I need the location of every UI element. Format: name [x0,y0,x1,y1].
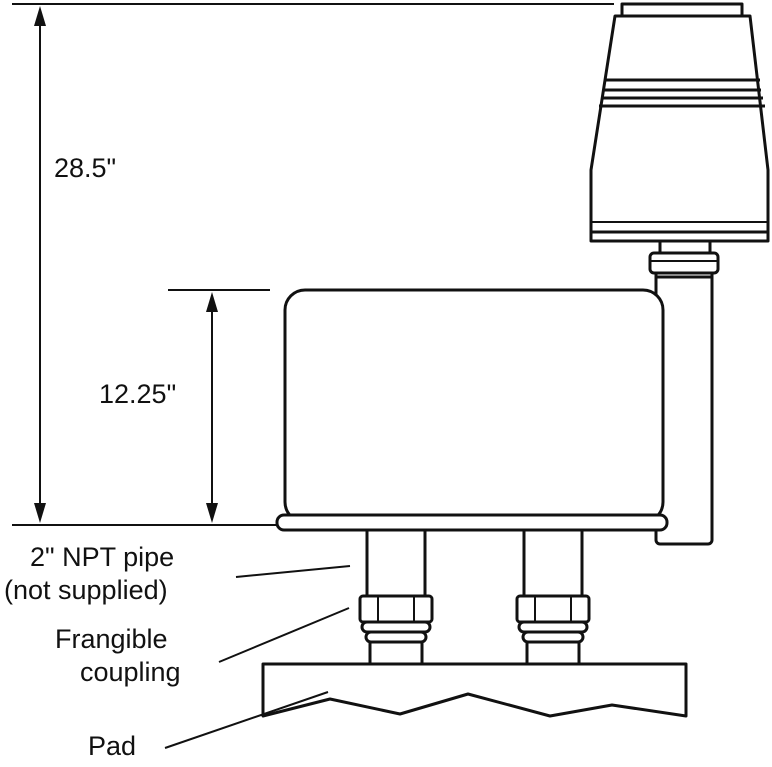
box-height-dimension-arrow [206,292,218,523]
box-height-label: 12.25" [99,379,177,409]
base-flange [275,513,669,532]
coupling-leader-line [218,607,350,663]
light-collar [648,239,720,279]
right-pipe [522,528,584,602]
enclosure-box [283,288,665,524]
total-height-label: 28.5" [54,153,117,183]
left-pipe [365,528,427,602]
pipe-callout-line2: (not supplied) [4,575,168,605]
pipe-callout-line1: 2" NPT pipe [30,542,175,572]
pad-callout: Pad [88,731,137,761]
right-frangible-coupling [515,594,591,666]
coupling-callout-line1: Frangible [55,624,168,654]
concrete-pad [261,662,688,718]
coupling-callout-line2: coupling [80,657,181,687]
total-height-dimension-arrow [34,6,46,523]
left-frangible-coupling [358,594,434,666]
pipe-leader-line [235,565,351,578]
light-head [589,2,770,243]
pad-leader-line [164,691,329,749]
